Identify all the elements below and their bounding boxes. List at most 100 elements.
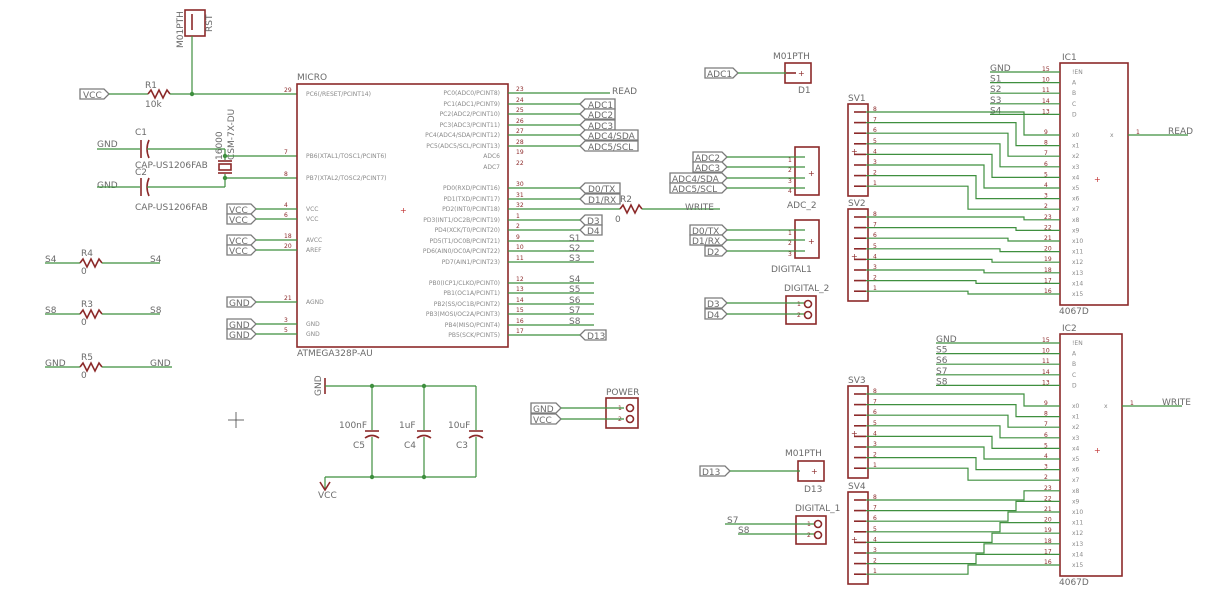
mux-wires [866,111,1060,575]
r5-resistor: GND GND R5 0 [45,353,172,381]
svg-text:ADC1: ADC1 [588,101,613,111]
svg-text:GND: GND [314,375,324,396]
svg-text:22: 22 [1044,495,1052,502]
svg-text:x15: x15 [1072,291,1083,298]
micro-right-nets: READ ADC1 ADC2 ADC3 ADC4/SDA ADC5/SCL D0… [508,87,720,342]
svg-text:A: A [1072,351,1077,358]
micro-pin-number: 7 [284,149,288,156]
digital-2-connector: DIGITAL_2 12 D3 D4 [704,284,829,325]
header-pin-number: 6 [873,515,877,522]
svg-text:x3: x3 [1072,435,1080,442]
header-pin-number: 4 [873,148,877,155]
svg-text:!EN: !EN [1072,340,1083,347]
micro-pin-number: 9 [516,234,520,241]
svg-text:10k: 10k [145,100,162,110]
svg-text:4067D: 4067D [1059,307,1089,317]
svg-text:0: 0 [81,371,87,381]
svg-text:x13: x13 [1072,270,1083,277]
svg-text:S8: S8 [45,306,57,316]
header-pin-number: 1 [873,285,877,292]
svg-text:C: C [1072,101,1076,108]
svg-text:x12: x12 [1072,530,1083,537]
micro-pin-number: 2 [516,223,520,230]
mux-control-net: S3 [990,96,1001,106]
micro-pin-name: PB2(SS/OC1B/PCINT2) [434,301,500,308]
svg-text:13: 13 [1042,108,1050,115]
rst-jumper-part: M01PTH [176,11,186,48]
svg-text:x9: x9 [1072,498,1080,505]
micro-pin-number: 22 [516,160,524,167]
svg-text:+: + [851,535,858,544]
micro-pin-name: PD7(AIN1/PCINT23) [442,259,500,266]
origin-marker [228,412,244,428]
svg-text:VCC: VCC [229,216,248,226]
svg-text:VCC: VCC [318,491,337,501]
svg-text:VCC: VCC [229,237,248,247]
micro-pin-number: 5 [284,327,288,334]
header-pin-number: 4 [873,253,877,260]
micro-pin-number: 27 [516,128,524,135]
svg-text:x: x [1110,132,1114,139]
svg-text:19: 19 [1044,256,1052,263]
mux-control-net: S8 [936,377,948,387]
svg-text:C1: C1 [135,128,147,138]
svg-text:D2: D2 [707,248,720,258]
micro-pin-number: 12 [516,276,524,283]
svg-text:1uF: 1uF [399,421,416,431]
svg-text:GND: GND [97,140,118,150]
svg-text:2: 2 [788,240,792,247]
svg-text:GND: GND [229,321,250,331]
mux-control-net: S1 [990,75,1001,85]
svg-text:x10: x10 [1072,238,1083,245]
svg-text:D13: D13 [587,332,605,342]
micro-pin-number: 32 [516,202,524,209]
svg-text:x6: x6 [1072,467,1080,474]
svg-text:D1/RX: D1/RX [692,237,720,247]
svg-text:GND: GND [45,359,66,369]
svg-text:D3: D3 [707,300,720,310]
svg-text:GND: GND [229,331,250,341]
micro-pin-name: PB5(SCK/PCINT5) [448,332,500,339]
svg-text:22: 22 [1044,224,1052,231]
header-pin-number: 1 [873,180,877,187]
svg-text:+: + [400,206,407,215]
svg-text:20: 20 [1044,246,1052,253]
micro-pin-name: PB0(ICP1/CLKO/PCINT0) [429,280,500,287]
svg-text:23: 23 [1044,214,1052,221]
header-pin-number: 2 [873,558,877,565]
svg-text:SV3: SV3 [848,376,866,386]
svg-text:C3: C3 [456,441,468,451]
svg-text:11: 11 [1042,358,1050,365]
micro-pin-number: 8 [284,171,288,178]
svg-text:17: 17 [1044,548,1052,555]
c1-capacitor: GND C1 CAP-US1206FAB [97,128,225,171]
svg-text:x12: x12 [1072,259,1083,266]
micro-pin-name: PB4(MISO/PCINT4) [445,322,500,329]
micro-pin-number: 6 [284,212,288,219]
svg-text:D1: D1 [798,86,811,96]
svg-text:MICRO: MICRO [297,73,327,83]
svg-text:B: B [1072,90,1076,97]
svg-text:1: 1 [788,157,792,164]
header-pin-number: 3 [873,547,877,554]
micro-pin-number: 10 [516,244,524,251]
header-pin-number: 1 [873,568,877,575]
svg-text:x8: x8 [1072,217,1080,224]
svg-text:x2: x2 [1072,153,1080,160]
svg-text:R2: R2 [620,195,632,205]
svg-text:A: A [1072,80,1077,87]
mux-output-net: WRITE [1162,398,1191,408]
header-pin-number: 4 [873,536,877,543]
header-pin-number: 3 [873,264,877,271]
svg-text:R1: R1 [145,81,157,91]
svg-text:x14: x14 [1072,551,1083,558]
svg-text:16000: 16000 [215,131,225,160]
micro-pin-number: 15 [516,307,524,314]
svg-text:VCC: VCC [83,91,102,101]
rst-jumper: M01PTH RST [176,9,215,48]
svg-text:10: 10 [1042,77,1050,84]
